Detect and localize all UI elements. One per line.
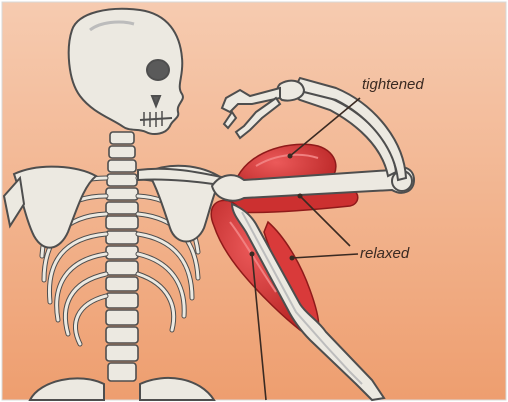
- relaxed-label: relaxed: [360, 245, 409, 262]
- tightened-label: tightened: [362, 76, 424, 93]
- spine: [106, 132, 138, 381]
